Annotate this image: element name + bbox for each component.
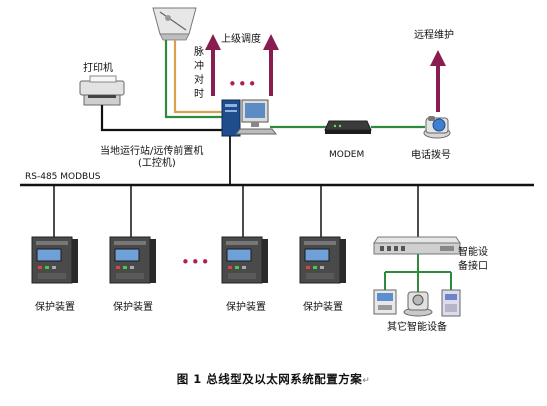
caption-mark: ↵ [362,376,371,386]
protection-device-label-2: 保护装置 [113,302,153,313]
other-smart-devices-label: 其它智能设备 [387,322,447,333]
phone-dial-label: 电话拨号 [411,150,451,161]
gps-clock-icon [152,7,197,41]
printer-link [100,105,229,132]
local-station-label: 当地运行站/远传前置机 [100,146,204,157]
bus-label: RS-485 MODBUS [25,172,101,182]
ellipsis-devices: ••• [181,253,211,271]
smart-interface-label-1: 智能设 [458,247,488,258]
printer-label: 打印机 [83,63,113,74]
protection-device-label-4: 保护装置 [303,302,343,313]
modem-label: MODEM [329,150,365,160]
protection-relay-icon [31,236,78,284]
ellipsis-top: ••• [228,75,258,93]
protection-relay-icon [221,236,268,284]
green-link-gps [164,40,222,119]
network-switch-icon [373,236,461,255]
protection-device-label-3: 保护装置 [226,302,266,313]
printer-icon [79,75,125,106]
local-station-sublabel: (工控机) [138,158,176,169]
smart-meter-icon [441,289,461,317]
modem-icon [324,120,372,134]
computer-icon [221,99,278,137]
protection-device-label-1: 保护装置 [35,302,75,313]
caption-text: 图 1 总线型及以太网系统配置方案 [176,372,363,386]
orange-link [173,40,222,114]
figure-caption: 图 1 总线型及以太网系统配置方案↵ [0,371,547,387]
smart-meter-icon [373,289,397,315]
pulse-sync-label: 脉冲对时 [194,47,204,100]
telephone-icon [423,116,451,139]
smart-meter-icon [403,291,433,317]
protection-relay-icon [299,236,346,284]
smart-interface-label-2: 备接口 [458,261,488,272]
upper-dispatch-label: 上级调度 [221,34,261,45]
remote-maintenance-label: 远程维护 [414,30,454,41]
protection-relay-icon [109,236,156,284]
